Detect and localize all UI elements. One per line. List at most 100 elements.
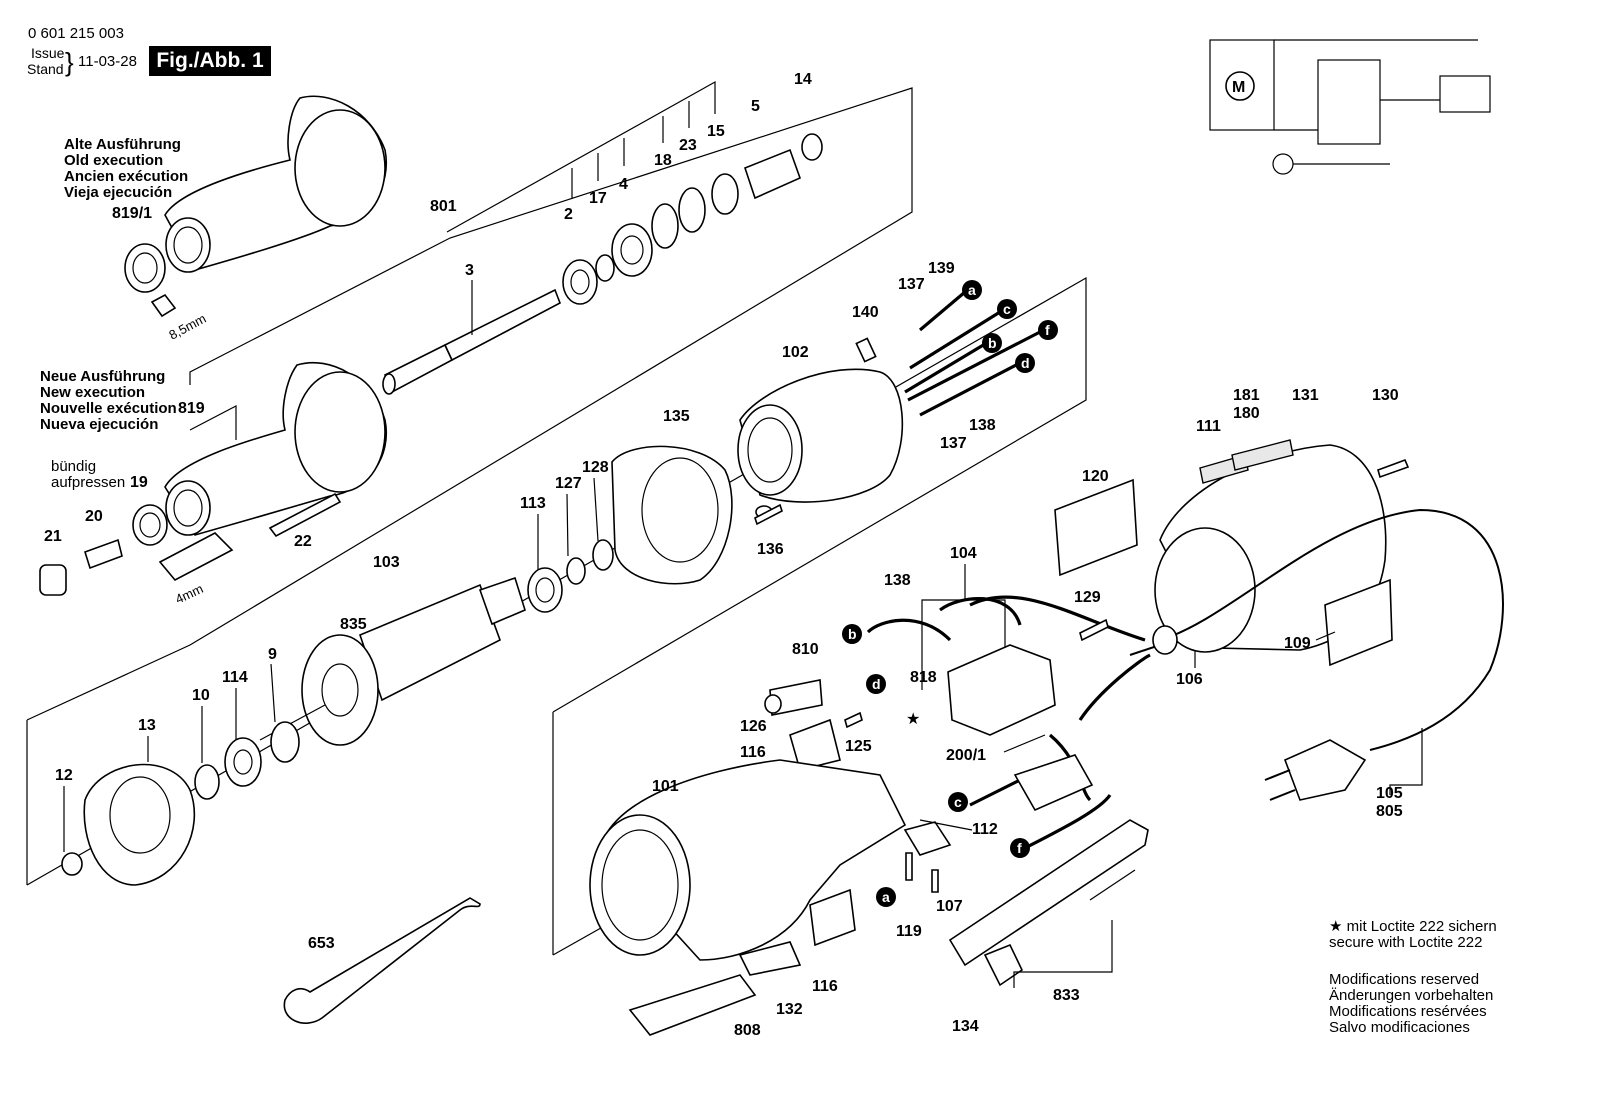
issue-label: Issue xyxy=(31,45,65,61)
label-2: 2 xyxy=(564,206,573,223)
label-116-bottom: 116 xyxy=(812,978,838,995)
new-execution-es: Nueva ejecución xyxy=(40,416,159,433)
new-execution-en: New execution xyxy=(40,384,146,401)
label-653: 653 xyxy=(308,935,335,952)
leader-lines xyxy=(63,280,1423,988)
armature-bearings xyxy=(527,539,614,613)
connector-f-switch: f xyxy=(1017,840,1022,856)
mod-line4: Salvo modificaciones xyxy=(1329,1019,1470,1036)
label-114: 114 xyxy=(222,669,248,686)
label-101: 101 xyxy=(652,778,679,795)
label-104: 104 xyxy=(950,545,977,562)
loctite-line1: ★ mit Loctite 222 sichern xyxy=(1329,918,1497,935)
label-808: 808 xyxy=(734,1022,761,1039)
slide-switch xyxy=(948,819,1149,987)
label-19: 19 xyxy=(130,474,148,491)
connector-b-switch: b xyxy=(848,626,857,642)
connector-c-switch: c xyxy=(954,794,962,810)
label-112: 112 xyxy=(972,821,998,838)
connector-circles: a c b f d b d c f a xyxy=(842,280,1058,907)
label-132: 132 xyxy=(776,1001,803,1018)
connector-d-top: d xyxy=(1021,355,1030,371)
part-number-labels: 801 3 2 17 4 18 23 15 5 14 19 22 21 20 1… xyxy=(44,71,1403,1039)
label-119: 119 xyxy=(896,923,922,940)
stator xyxy=(737,337,904,503)
label-106: 106 xyxy=(1176,671,1203,688)
label-15: 15 xyxy=(707,123,725,140)
connector-d-switch: d xyxy=(872,676,881,692)
label-18: 18 xyxy=(654,152,672,169)
label-138-top: 138 xyxy=(969,417,996,434)
label-130: 130 xyxy=(1372,387,1399,404)
old-execution-fr: Ancien exécution xyxy=(64,168,189,185)
label-102: 102 xyxy=(782,344,809,361)
label-833: 833 xyxy=(1053,987,1080,1004)
screws xyxy=(754,503,1109,893)
flange xyxy=(61,763,196,886)
old-execution-block: Alte Ausführung Old execution Ancien exé… xyxy=(64,137,188,201)
loctite-star-marker: ★ xyxy=(906,709,920,728)
label-14: 14 xyxy=(794,71,812,88)
label-805: 805 xyxy=(1376,803,1403,820)
label-136: 136 xyxy=(757,541,784,558)
label-23: 23 xyxy=(679,137,697,154)
label-137-top: 137 xyxy=(898,276,925,293)
label-5: 5 xyxy=(751,98,760,115)
label-12: 12 xyxy=(55,767,73,784)
press-flush-line2: aufpressen xyxy=(51,474,126,491)
label-835: 835 xyxy=(340,616,367,633)
figure-label: Fig./Abb. 1 xyxy=(149,46,271,76)
gear-housing-new xyxy=(132,361,387,582)
label-103: 103 xyxy=(373,554,400,571)
label-129: 129 xyxy=(1074,589,1101,606)
small-parts-left xyxy=(39,492,342,596)
front-bearing-rings xyxy=(194,721,300,800)
label-113: 113 xyxy=(520,495,546,512)
label-116-top: 116 xyxy=(740,744,766,761)
label-810: 810 xyxy=(792,641,819,658)
press-flush-note: bündig aufpressen xyxy=(51,459,125,491)
wiring-schematic: M xyxy=(1209,39,1491,175)
top-row-rings xyxy=(562,133,823,305)
connector-a-switch: a xyxy=(882,889,890,905)
air-guide-ring xyxy=(611,445,773,585)
label-135: 135 xyxy=(663,408,690,425)
mod-line1: Modifications reserved xyxy=(1329,971,1480,988)
label-137-bottom: 137 xyxy=(940,435,967,452)
old-part-number: 819/1 xyxy=(112,205,153,222)
label-126: 126 xyxy=(740,718,767,735)
motor-symbol: M xyxy=(1232,79,1245,96)
label-128: 128 xyxy=(582,459,609,476)
label-10: 10 xyxy=(192,687,210,704)
star-icon: ★ xyxy=(1329,918,1343,935)
mod-line2: Änderungen vorbehalten xyxy=(1329,987,1494,1004)
doc-number: 0 601 215 003 xyxy=(28,25,124,42)
new-execution-de: Neue Ausführung xyxy=(40,368,166,385)
loctite-note: ★ mit Loctite 222 sichern secure with Lo… xyxy=(1329,919,1497,951)
label-818: 818 xyxy=(910,669,937,686)
connector-b-top: b xyxy=(988,335,997,351)
dimension-new: 4mm xyxy=(173,581,206,607)
label-181: 181 xyxy=(1233,387,1260,404)
label-109: 109 xyxy=(1284,635,1311,652)
loctite-line2: secure with Loctite 222 xyxy=(1329,934,1483,951)
armature xyxy=(259,576,526,746)
connector-c-top: c xyxy=(1003,301,1011,317)
label-9: 9 xyxy=(268,646,277,663)
label-111: 111 xyxy=(1196,418,1221,435)
rear-housing xyxy=(589,759,907,1036)
connector-f-top: f xyxy=(1045,322,1050,338)
old-execution-es: Vieja ejecución xyxy=(64,184,173,201)
label-127: 127 xyxy=(555,475,582,492)
label-105: 105 xyxy=(1376,785,1403,802)
label-17: 17 xyxy=(589,190,607,207)
label-139: 139 xyxy=(928,260,955,277)
stand-label: Stand xyxy=(27,61,64,77)
switch-block xyxy=(764,644,1094,947)
stator-wires xyxy=(904,290,1041,417)
label-4: 4 xyxy=(619,176,628,193)
label-20: 20 xyxy=(85,508,103,525)
motor-housing xyxy=(1054,439,1410,667)
label-200-1: 200/1 xyxy=(946,747,986,764)
